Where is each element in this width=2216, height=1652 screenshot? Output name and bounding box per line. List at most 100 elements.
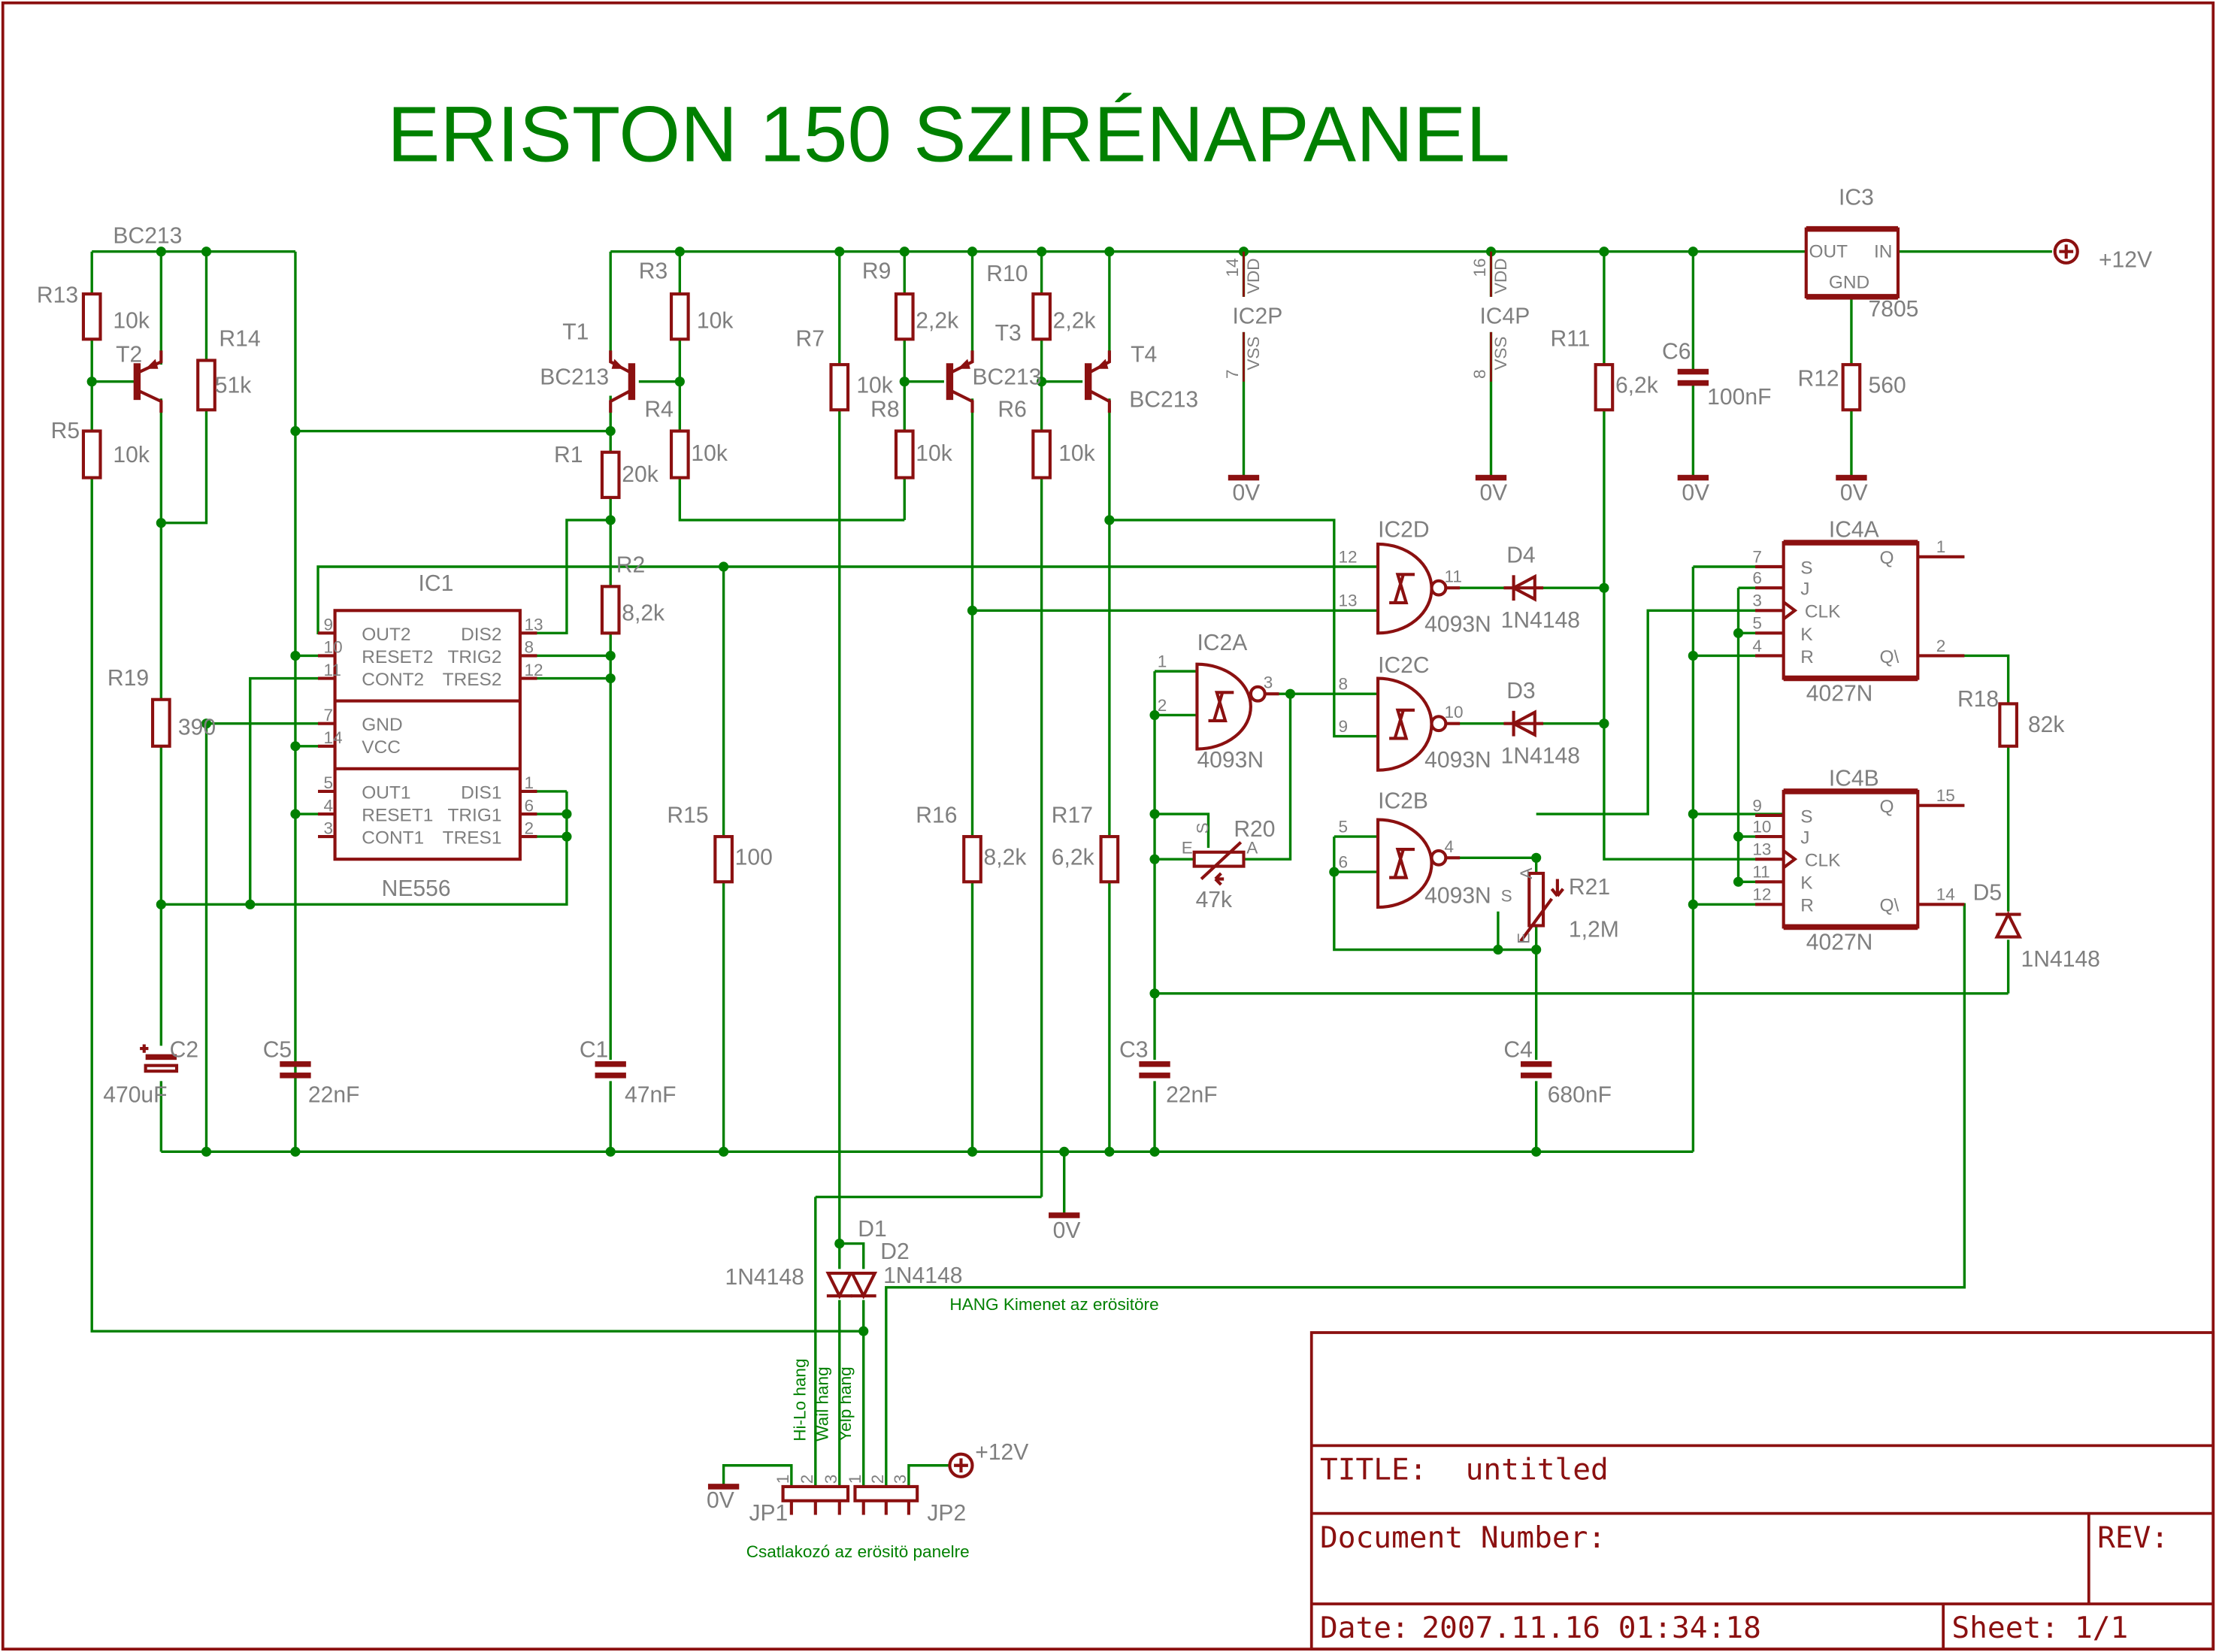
resistor-r9 xyxy=(894,292,915,341)
wire xyxy=(678,477,905,522)
ic2p-vss: VSS xyxy=(1244,337,1263,371)
t1-name: T1 xyxy=(562,319,589,344)
c2-name: C2 xyxy=(170,1037,198,1062)
ic4a-pin-name: K xyxy=(1800,625,1813,645)
ic1-ne556 xyxy=(318,609,537,861)
r21-name: R21 xyxy=(1569,875,1610,900)
ic1-pin-name: TRES1 xyxy=(443,828,502,849)
d5-name: D5 xyxy=(1973,881,2002,906)
r14-value: 51k xyxy=(215,374,252,398)
junction-dot xyxy=(1149,854,1160,864)
voltage-regulator-ic3 xyxy=(1804,225,1900,300)
ic2b-pin: 5 xyxy=(1338,817,1348,836)
d1-value: 1N4148 xyxy=(725,1265,804,1290)
resistor-r7 xyxy=(829,363,850,412)
wire xyxy=(1243,694,1292,861)
r16-value: 8,2k xyxy=(984,846,1028,870)
junction-dot xyxy=(605,425,616,437)
resistor-r17 xyxy=(1099,835,1120,884)
ic4b-pin-name: Q xyxy=(1880,797,1894,817)
t3-value: BC213 xyxy=(973,365,1042,389)
r18-value: 82k xyxy=(2028,713,2065,737)
junction-dot xyxy=(858,1326,869,1336)
ic4a-pin-number: 6 xyxy=(1752,569,1762,588)
resistor-r8 xyxy=(894,429,915,480)
ic2d-pin: 12 xyxy=(1338,547,1357,566)
d3-name: D3 xyxy=(1506,679,1535,703)
junction-dot xyxy=(1149,710,1160,720)
junction-dot xyxy=(1688,809,1698,819)
ic4b-pin-number: 14 xyxy=(1936,885,1955,904)
ic1-pin-name: RESET2 xyxy=(362,647,433,667)
note-hilo-hang: Hi-Lo hang xyxy=(791,1358,810,1441)
ground-label: 0V xyxy=(1232,481,1260,506)
transistor-t1 xyxy=(609,350,636,413)
ic1-pin-number: 14 xyxy=(324,728,343,747)
wires xyxy=(86,247,2052,1487)
wire xyxy=(519,519,611,635)
r20-pin-s: S xyxy=(1193,822,1212,834)
jp2-pin-number: 1 xyxy=(846,1475,864,1484)
nand-gate-ic2c xyxy=(1376,676,1461,772)
ic1-value: NE556 xyxy=(382,876,451,901)
nand-gate-ic2d xyxy=(1376,542,1461,635)
ic2p-name: IC2P xyxy=(1232,304,1282,329)
ic4p-vdd-pin: 16 xyxy=(1470,258,1489,277)
junction-dot xyxy=(1688,247,1698,257)
ic1-pin-number: 6 xyxy=(525,796,534,815)
r6-value: 10k xyxy=(1058,441,1095,466)
junction-dot xyxy=(967,605,978,616)
junction-dot xyxy=(605,1146,616,1157)
ic1-pin-number: 4 xyxy=(324,796,334,815)
jp2-pin-number: 2 xyxy=(868,1475,887,1484)
junction-dot xyxy=(1599,719,1609,729)
r11-value: 6,2k xyxy=(1615,374,1659,398)
junction-dot xyxy=(1149,809,1160,819)
r19-name: R19 xyxy=(107,666,149,691)
ic4b-name: IC4B xyxy=(1829,766,1879,791)
r7-value: 10k xyxy=(856,374,893,398)
junction-dot xyxy=(86,377,97,387)
ground-symbol xyxy=(707,1484,740,1490)
d4-name: D4 xyxy=(1506,543,1535,567)
r8-value: 10k xyxy=(916,441,952,466)
junction-dot xyxy=(1733,831,1744,842)
r20-pin-a: A xyxy=(1246,839,1258,858)
ic4a-pin-name: CLK xyxy=(1805,602,1841,622)
r11-name: R11 xyxy=(1550,327,1590,352)
r8-name: R8 xyxy=(870,398,899,422)
transistor-t4 xyxy=(1084,350,1111,413)
r15-value: 100 xyxy=(735,846,773,870)
wire xyxy=(839,1242,865,1269)
jp1-name: JP1 xyxy=(749,1501,788,1526)
ic1-pin-name: CONT1 xyxy=(362,828,424,849)
junction-dot xyxy=(1285,688,1296,699)
ground-symbol xyxy=(1475,474,1507,481)
ic1-pin-name: OUT2 xyxy=(362,625,410,645)
resistor-r5 xyxy=(81,429,102,480)
junction-dot xyxy=(674,247,685,257)
ic3-pin-in: IN xyxy=(1874,241,1892,262)
wire xyxy=(722,1464,793,1487)
ic1-pin-name: GND xyxy=(362,715,402,735)
resistor-r2 xyxy=(600,585,621,635)
ic4b-pin-number: 12 xyxy=(1752,885,1771,904)
wire xyxy=(249,676,335,905)
junction-dot xyxy=(1531,944,1542,955)
r21-value: 1,2M xyxy=(1569,918,1619,942)
r16-name: R16 xyxy=(916,803,957,828)
jp1-pin-number: 1 xyxy=(773,1475,792,1484)
junction-dot xyxy=(1531,852,1542,863)
ground-label: 0V xyxy=(1682,481,1709,506)
c6-name: C6 xyxy=(1662,340,1691,365)
junction-dot xyxy=(290,1146,301,1157)
ic4b-pin-name: K xyxy=(1800,873,1813,894)
junction-dot xyxy=(1531,1146,1542,1157)
ic4b-pin-number: 15 xyxy=(1936,786,1955,805)
supply-plus12v-symbol xyxy=(2053,238,2079,265)
junction-dot xyxy=(1688,650,1698,661)
junction-dot xyxy=(1733,876,1744,887)
junction-dot xyxy=(562,831,572,842)
